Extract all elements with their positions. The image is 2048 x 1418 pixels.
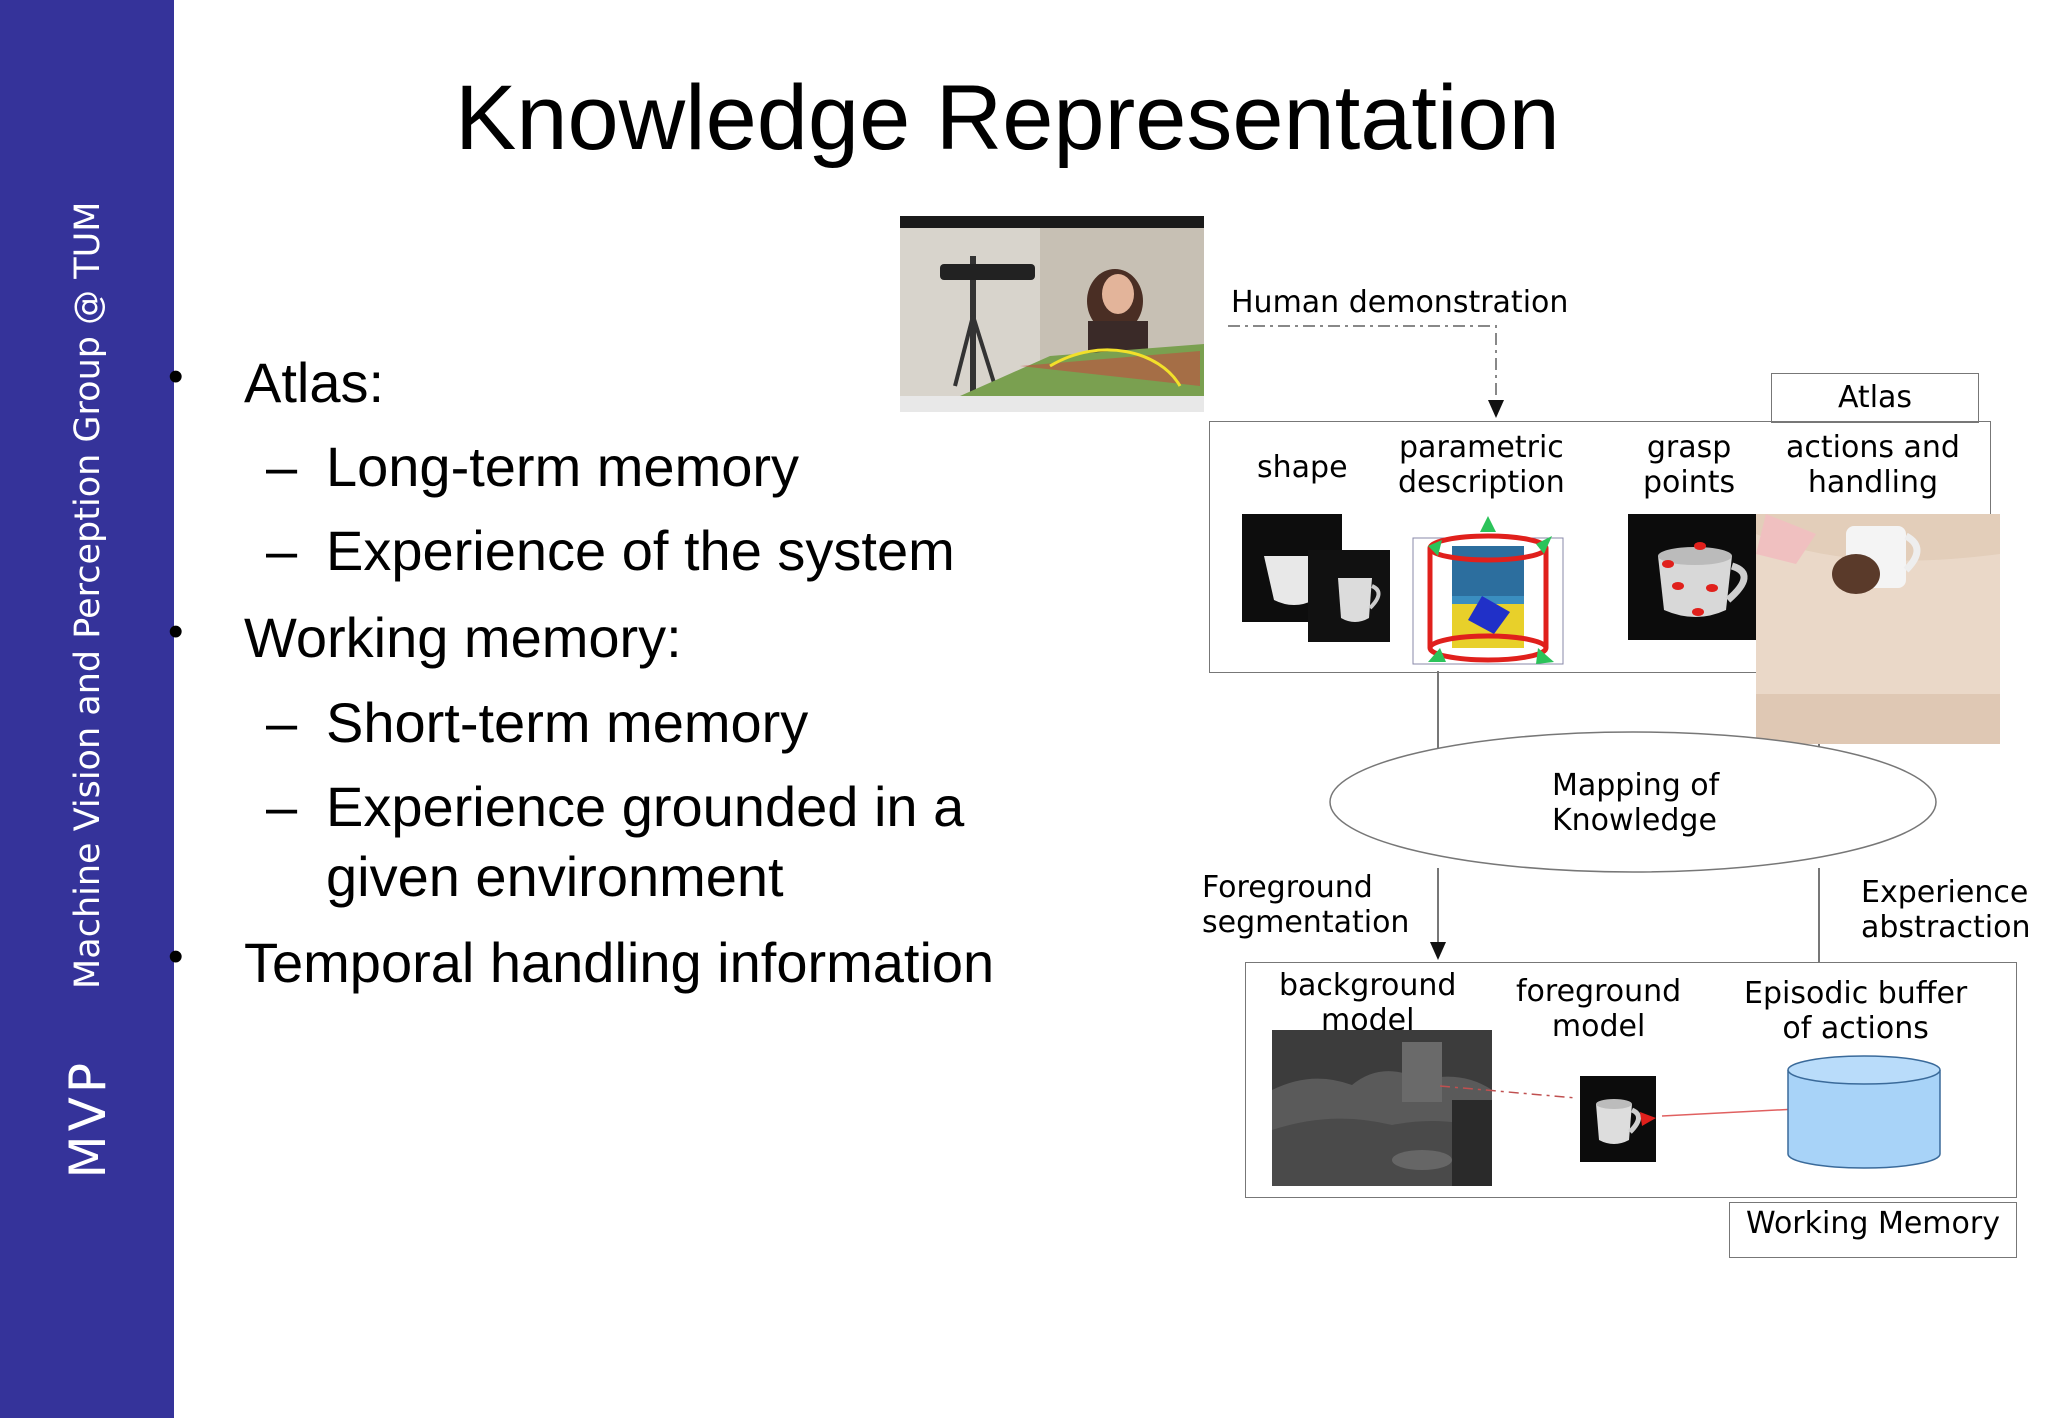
dash-icon: – — [266, 435, 298, 498]
mapping-ellipse — [1329, 731, 1937, 873]
subbullet-grounded: –Experience grounded in a — [266, 775, 965, 838]
working-memory-label-box — [1729, 1202, 2017, 1258]
subbullet-short-term: –Short-term memory — [266, 691, 809, 754]
human-demo-label: Human demonstration — [1231, 285, 1569, 320]
atlas-to-mapping-line — [1437, 671, 1439, 751]
bullet-working-memory: •Working memory: — [168, 606, 682, 669]
sidebar-logo: MVP — [59, 1058, 117, 1179]
bullet-dot-icon: • — [168, 607, 184, 656]
working-memory-box — [1245, 962, 2017, 1198]
subbullet-grounded-cont: given environment — [326, 845, 784, 908]
slide-title: Knowledge Representation — [455, 67, 1560, 169]
bullet-temporal: •Temporal handling information — [168, 931, 995, 994]
bullet-dot-icon: • — [168, 352, 184, 401]
dash-icon: – — [266, 519, 298, 582]
grasp-points-image — [1628, 514, 1764, 640]
bullet-atlas: •Atlas: — [168, 351, 385, 414]
model-connectors — [1440, 1085, 1817, 1117]
sidebar-group-name: Machine Vision and Perception Group @ TU… — [68, 201, 108, 989]
subbullet-experience-system: –Experience of the system — [266, 519, 955, 582]
working-memory-label: Working Memory — [1746, 1206, 2000, 1241]
bullet-dot-icon: • — [168, 932, 184, 981]
subbullet-long-term: –Long-term memory — [266, 435, 800, 498]
atlas-label: Atlas — [1837, 380, 1913, 415]
segmentation-arrow — [1430, 868, 1446, 960]
sidebar: MVP Machine Vision and Perception Group @… — [0, 0, 174, 1418]
dash-icon: – — [266, 691, 298, 754]
background-model-image — [1272, 1030, 1492, 1186]
shape-images — [1242, 514, 1390, 642]
foreground-model-image — [1580, 1076, 1656, 1162]
demo-arrow — [1228, 325, 1504, 418]
sidebar-branding: MVP Machine Vision and Perception Group @… — [59, 202, 117, 1179]
demo-video-image — [900, 216, 1204, 412]
shape-label: shape — [1257, 450, 1348, 485]
actions-handling-image — [1756, 514, 2000, 744]
experience-line — [1818, 868, 1820, 962]
episodic-buffer-cylinder — [1787, 1055, 1941, 1169]
atlas-label-box — [1771, 373, 1979, 423]
dash-icon: – — [266, 775, 298, 838]
parametric-model-image — [1412, 516, 1564, 665]
